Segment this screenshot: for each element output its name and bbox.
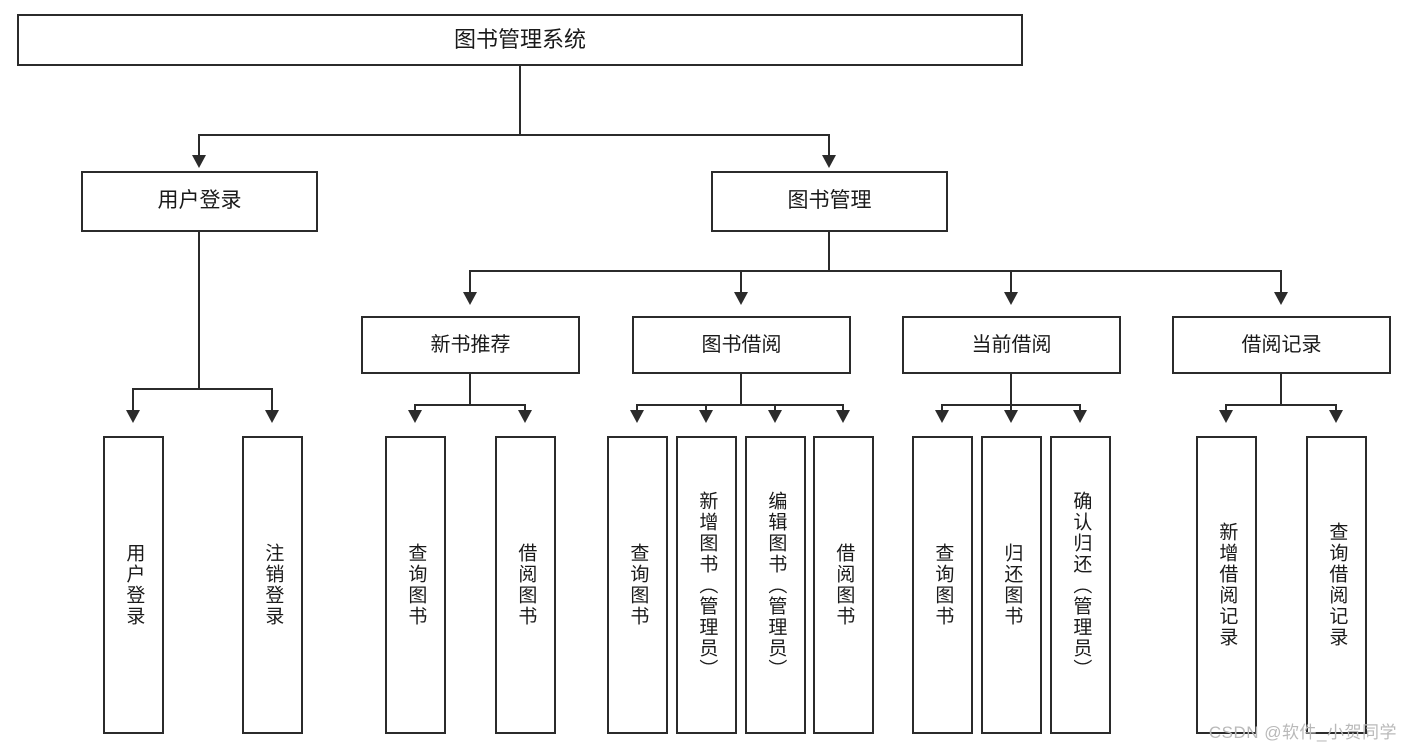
leaf-nbr-query-book[interactable]: 查询图书 — [385, 436, 446, 734]
edge-new-book-recommend-bus — [414, 404, 526, 406]
leaf-label: 新增图书（管理员） — [696, 490, 718, 680]
edge-to-leaf-bb-borrow — [842, 404, 844, 412]
edge-root-stem — [519, 66, 521, 135]
node-label: 图书借阅 — [701, 333, 782, 356]
arrow-to-leaf-bb-query — [630, 410, 644, 423]
node-new-book-recommend[interactable]: 新书推荐 — [361, 316, 580, 374]
edge-to-current-borrow — [1010, 270, 1012, 294]
edge-book-borrow-bus — [636, 404, 844, 406]
leaf-label: 编辑图书（管理员） — [765, 490, 787, 680]
node-label: 当前借阅 — [971, 333, 1052, 356]
leaf-bb-edit-book-admin[interactable]: 编辑图书（管理员） — [745, 436, 806, 734]
edge-current-borrow-stem — [1010, 374, 1012, 405]
node-label: 新书推荐 — [430, 333, 511, 356]
edge-to-leaf-logout — [271, 388, 273, 412]
arrow-to-leaf-nbr-query — [408, 410, 422, 423]
leaf-label: 查询图书 — [932, 543, 954, 627]
arrow-to-leaf-bb-add — [699, 410, 713, 423]
edge-book-management-stem — [828, 232, 830, 271]
edge-to-leaf-user-login — [132, 388, 134, 412]
edge-to-leaf-bb-edit — [774, 404, 776, 412]
node-book-borrow[interactable]: 图书借阅 — [632, 316, 851, 374]
leaf-label: 确认归还（管理员） — [1070, 490, 1092, 680]
edge-to-book-management — [828, 134, 830, 157]
leaf-bb-query-book[interactable]: 查询图书 — [607, 436, 668, 734]
edge-user-login-bus — [132, 388, 272, 390]
arrow-to-borrow-record — [1274, 292, 1288, 305]
edge-new-book-recommend-stem — [469, 374, 471, 405]
leaf-user-login[interactable]: 用户登录 — [103, 436, 164, 734]
leaf-cb-confirm-return-admin[interactable]: 确认归还（管理员） — [1050, 436, 1111, 734]
arrow-to-new-book-recommend — [463, 292, 477, 305]
node-borrow-record[interactable]: 借阅记录 — [1172, 316, 1391, 374]
leaf-cb-return-book[interactable]: 归还图书 — [981, 436, 1042, 734]
arrow-to-leaf-bb-borrow — [836, 410, 850, 423]
leaf-label: 借阅图书 — [833, 543, 855, 627]
edge-to-leaf-br-query — [1335, 404, 1337, 412]
leaf-bb-borrow-book[interactable]: 借阅图书 — [813, 436, 874, 734]
leaf-label: 借阅图书 — [515, 543, 537, 627]
edge-to-leaf-br-add — [1225, 404, 1227, 412]
node-label: 借阅记录 — [1241, 333, 1322, 356]
leaf-label: 新增借阅记录 — [1216, 522, 1238, 648]
arrow-to-leaf-cb-return — [1004, 410, 1018, 423]
arrow-to-leaf-logout — [265, 410, 279, 423]
leaf-br-add-record[interactable]: 新增借阅记录 — [1196, 436, 1257, 734]
edge-user-login-stem — [198, 232, 200, 389]
node-current-borrow[interactable]: 当前借阅 — [902, 316, 1121, 374]
leaf-label: 查询借阅记录 — [1326, 522, 1348, 648]
node-label: 用户登录 — [157, 189, 242, 213]
arrow-to-book-borrow — [734, 292, 748, 305]
edge-to-new-book-recommend — [469, 270, 471, 294]
edge-root-bus — [198, 134, 830, 136]
leaf-label: 归还图书 — [1001, 543, 1023, 627]
arrow-to-book-management — [822, 155, 836, 168]
edge-book-borrow-stem — [740, 374, 742, 405]
leaf-nbr-borrow-book[interactable]: 借阅图书 — [495, 436, 556, 734]
node-label: 图书管理 — [787, 189, 872, 213]
edge-to-leaf-cb-return — [1010, 404, 1012, 412]
edge-to-leaf-cb-query — [941, 404, 943, 412]
leaf-cb-query-book[interactable]: 查询图书 — [912, 436, 973, 734]
edge-to-book-borrow — [740, 270, 742, 294]
edge-to-borrow-record — [1280, 270, 1282, 294]
node-label: 图书管理系统 — [453, 27, 586, 53]
arrow-to-current-borrow — [1004, 292, 1018, 305]
leaf-bb-add-book-admin[interactable]: 新增图书（管理员） — [676, 436, 737, 734]
arrow-to-leaf-br-add — [1219, 410, 1233, 423]
arrow-to-leaf-cb-query — [935, 410, 949, 423]
leaf-label: 注销登录 — [262, 543, 284, 627]
node-book-management[interactable]: 图书管理 — [711, 171, 948, 232]
arrow-to-user-login — [192, 155, 206, 168]
leaf-label: 用户登录 — [123, 543, 145, 627]
arrow-to-leaf-bb-edit — [768, 410, 782, 423]
edge-level3-bus — [469, 270, 1282, 272]
edge-to-leaf-bb-add — [705, 404, 707, 412]
node-root-book-management-system[interactable]: 图书管理系统 — [17, 14, 1023, 66]
edge-to-leaf-bb-query — [636, 404, 638, 412]
arrow-to-leaf-user-login — [126, 410, 140, 423]
leaf-br-query-record[interactable]: 查询借阅记录 — [1306, 436, 1367, 734]
edge-to-leaf-nbr-query — [414, 404, 416, 412]
edge-to-leaf-cb-confirm — [1079, 404, 1081, 412]
leaf-logout[interactable]: 注销登录 — [242, 436, 303, 734]
edge-borrow-record-stem — [1280, 374, 1282, 405]
edge-to-user-login — [198, 134, 200, 157]
arrow-to-leaf-cb-confirm — [1073, 410, 1087, 423]
leaf-label: 查询图书 — [627, 543, 649, 627]
edge-to-leaf-nbr-borrow — [524, 404, 526, 412]
leaf-label: 查询图书 — [405, 543, 427, 627]
watermark-text: CSDN @软件_小贺同学 — [1208, 723, 1397, 742]
arrow-to-leaf-br-query — [1329, 410, 1343, 423]
edge-borrow-record-bus — [1225, 404, 1337, 406]
arrow-to-leaf-nbr-borrow — [518, 410, 532, 423]
node-user-login[interactable]: 用户登录 — [81, 171, 318, 232]
